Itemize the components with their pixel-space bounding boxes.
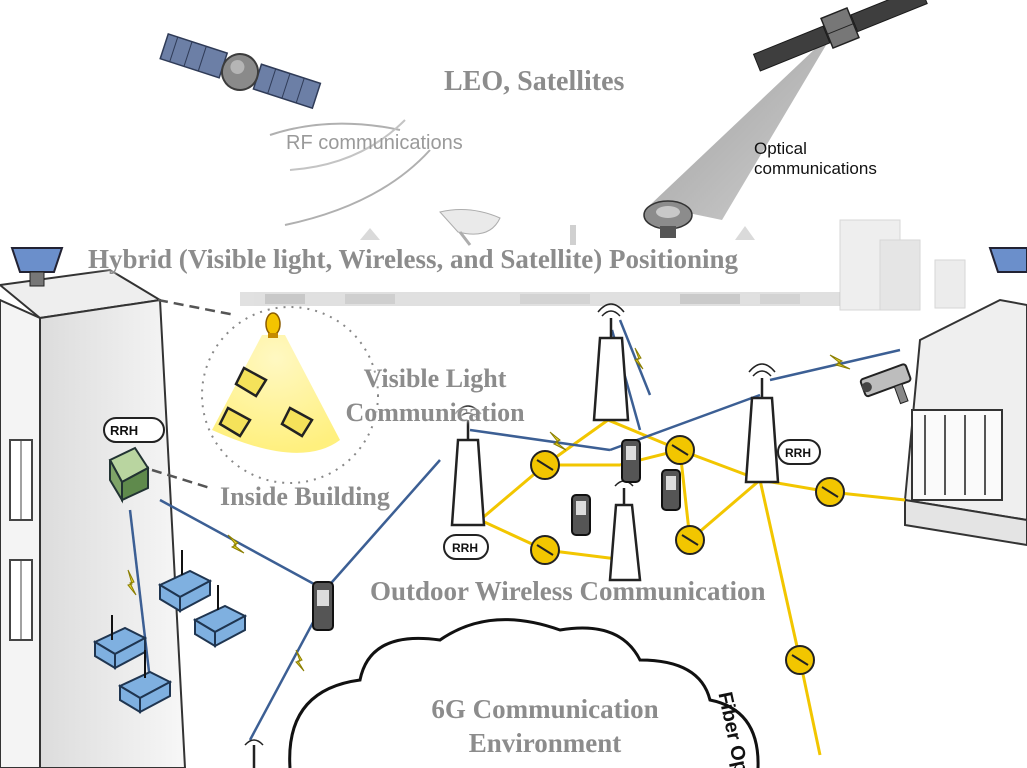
vlc-line-1: Visible Light [363,364,507,393]
visible-light-label: Visible Light Communication [320,362,550,430]
sixg-line-1: 6G Communication [431,694,659,724]
building-icon [903,298,1027,547]
lamp-icon [265,312,281,338]
antenna-icon [108,446,150,504]
building-icon [839,219,966,311]
car-antennas [111,550,219,678]
rrh-label: RRH [452,541,478,555]
camera-icon [859,363,912,405]
antenna-icon [252,318,780,768]
outdoor-wireless-label: Outdoor Wireless Communication [370,576,766,606]
rrh-tag: RRH RRH [443,439,821,560]
optical-beam [650,30,835,220]
optical-communications-label: Optical communications [754,139,877,179]
cloud-shape [288,618,760,768]
inside-building-label: Inside Building [220,482,390,511]
vlc-line-2: Communication [345,398,525,427]
connector-dashed [157,298,236,317]
car-icon [92,569,248,714]
lightning-icon [127,347,851,672]
rf-communications-label: RF communications [286,132,463,154]
rrh-tag: RRH [103,417,165,443]
satellite-icon [752,0,928,72]
sixg-environment-label: 6G Communication Environment [380,692,710,760]
dish-icon [643,200,693,238]
connector-dashed [151,468,211,490]
skyline-backdrop [240,225,840,306]
leo-satellites-label: LEO, Satellites [444,66,625,97]
router-icon [530,435,845,675]
camera-icon [10,247,64,287]
satellite-icon [159,33,322,110]
optical-line-2: communications [754,159,877,178]
laptop-icon [218,366,314,438]
indoor-zone [201,306,379,484]
dish-icon [439,209,501,246]
camera-icon [988,247,1027,273]
rrh-label: RRH [110,423,138,438]
hybrid-positioning-label: Hybrid (Visible light, Wireless, and Sat… [88,244,739,274]
sixg-line-2: Environment [468,728,622,758]
rf-arcs [269,119,431,226]
phone-screen [317,446,676,606]
optical-line-1: Optical [754,139,807,158]
rrh-label: RRH [785,446,811,460]
